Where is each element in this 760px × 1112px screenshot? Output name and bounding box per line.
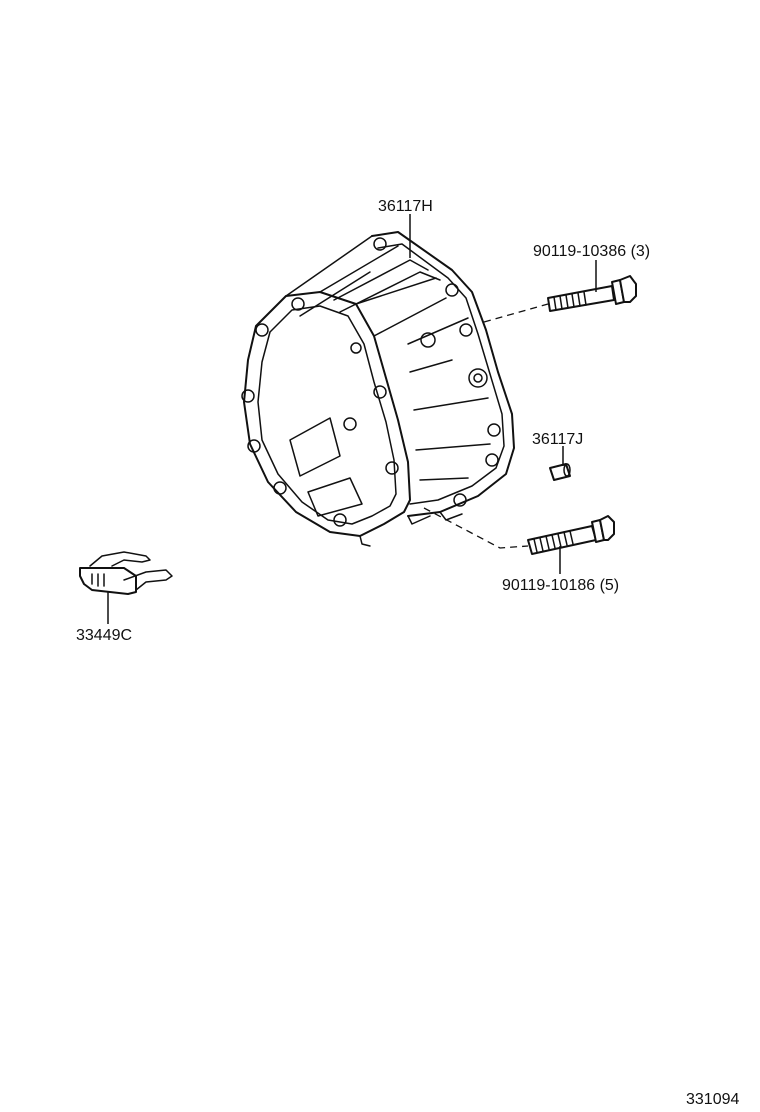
transmission-housing	[241, 231, 515, 547]
label-90119-10186: 90119-10186 (5)	[502, 577, 619, 594]
dowel-pin	[549, 463, 571, 481]
leader-bolt-lower-dash	[423, 507, 529, 549]
bolt-lower	[527, 515, 615, 555]
label-36117h: 36117H	[378, 198, 433, 215]
leader-bolt-upper-dash	[483, 303, 549, 323]
clip	[79, 551, 173, 595]
illustration-number: 331094	[686, 1091, 739, 1108]
bolt-upper	[547, 275, 637, 312]
label-33449c: 33449C	[76, 627, 132, 644]
label-90119-10386: 90119-10386 (3)	[533, 243, 650, 260]
label-36117j: 36117J	[532, 431, 583, 448]
